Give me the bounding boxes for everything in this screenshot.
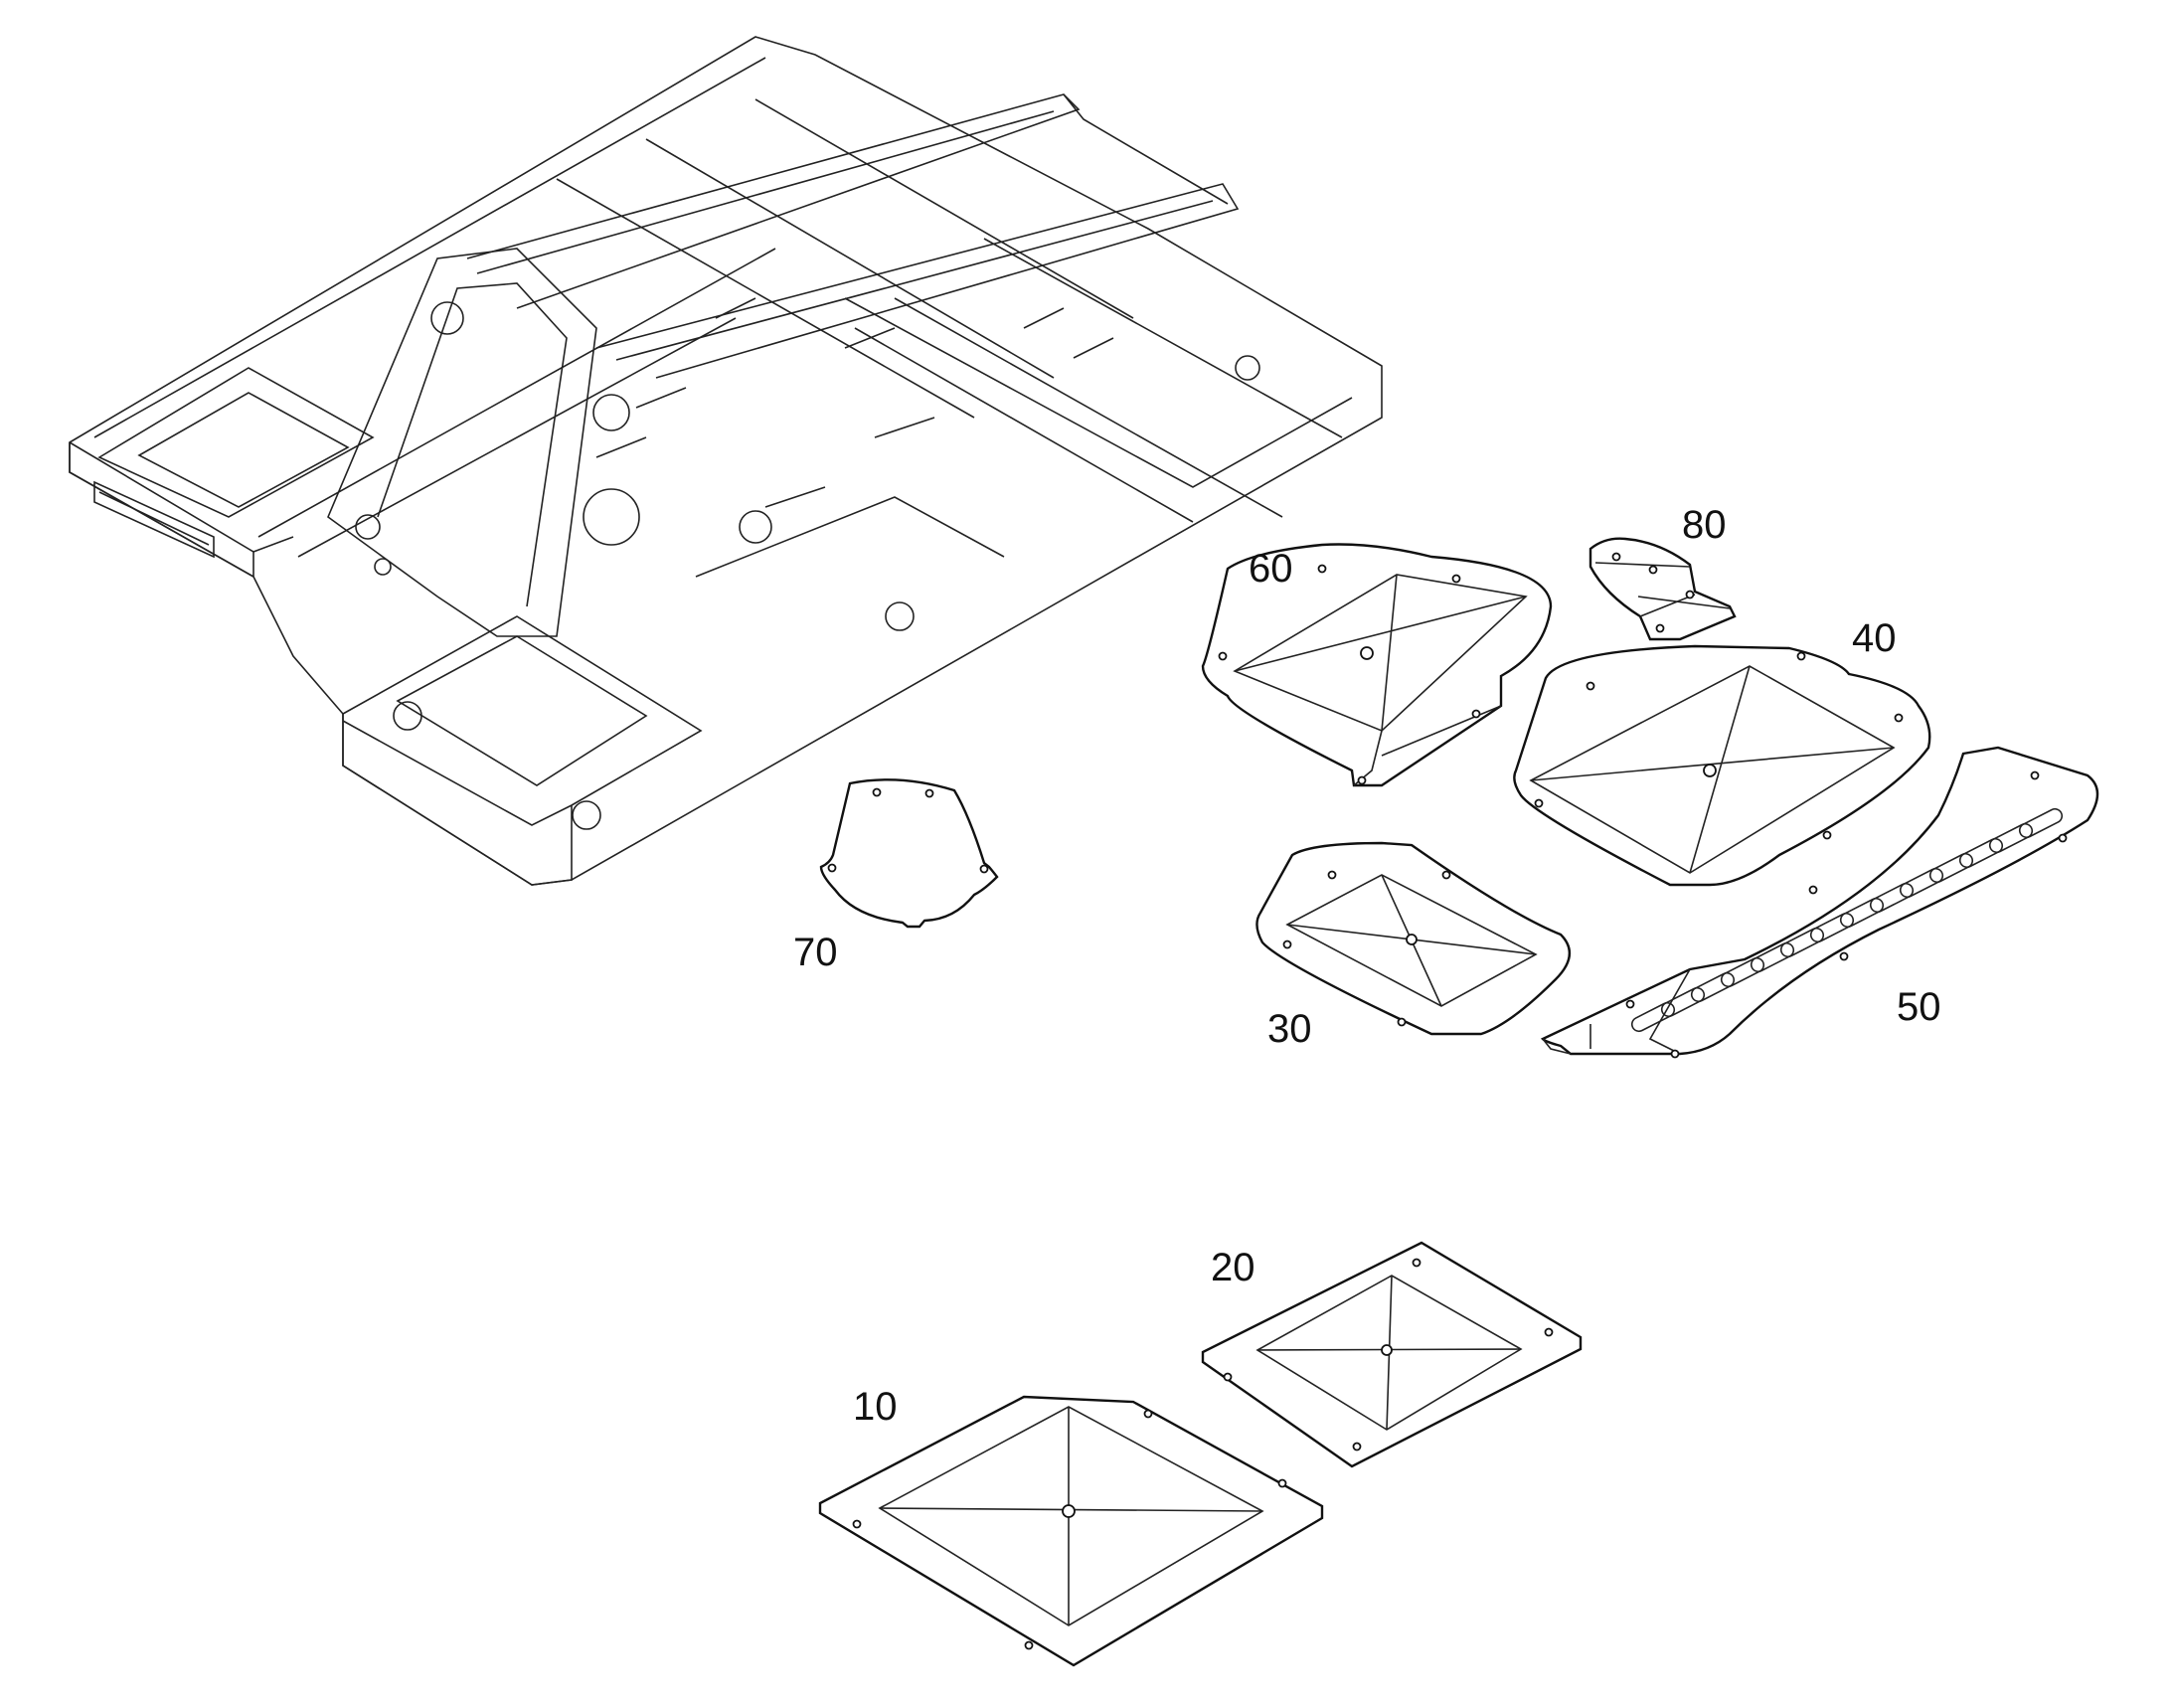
part-50-step-plate (1540, 746, 2099, 1059)
callout-80: 80 (1682, 503, 1727, 547)
upper-frame (69, 36, 1383, 886)
callout-20: 20 (1211, 1246, 1255, 1289)
callout-30: 30 (1267, 1007, 1312, 1051)
part-80-bracket (1588, 537, 1737, 641)
callout-40: 40 (1852, 616, 1897, 660)
part-30-cover-plate (1255, 841, 1571, 1036)
callout-70: 70 (793, 931, 838, 974)
part-60-cover-plate (1201, 543, 1553, 787)
callout-60: 60 (1249, 547, 1293, 591)
callout-50: 50 (1897, 985, 1941, 1029)
part-40-cover-plate (1513, 644, 1931, 887)
part-20-cover-plate (1201, 1241, 1583, 1468)
step-slots (1630, 807, 2064, 1033)
part-70-arch-plate (819, 778, 999, 929)
callout-10: 10 (853, 1385, 898, 1429)
part-10-cover-plate (818, 1395, 1324, 1667)
